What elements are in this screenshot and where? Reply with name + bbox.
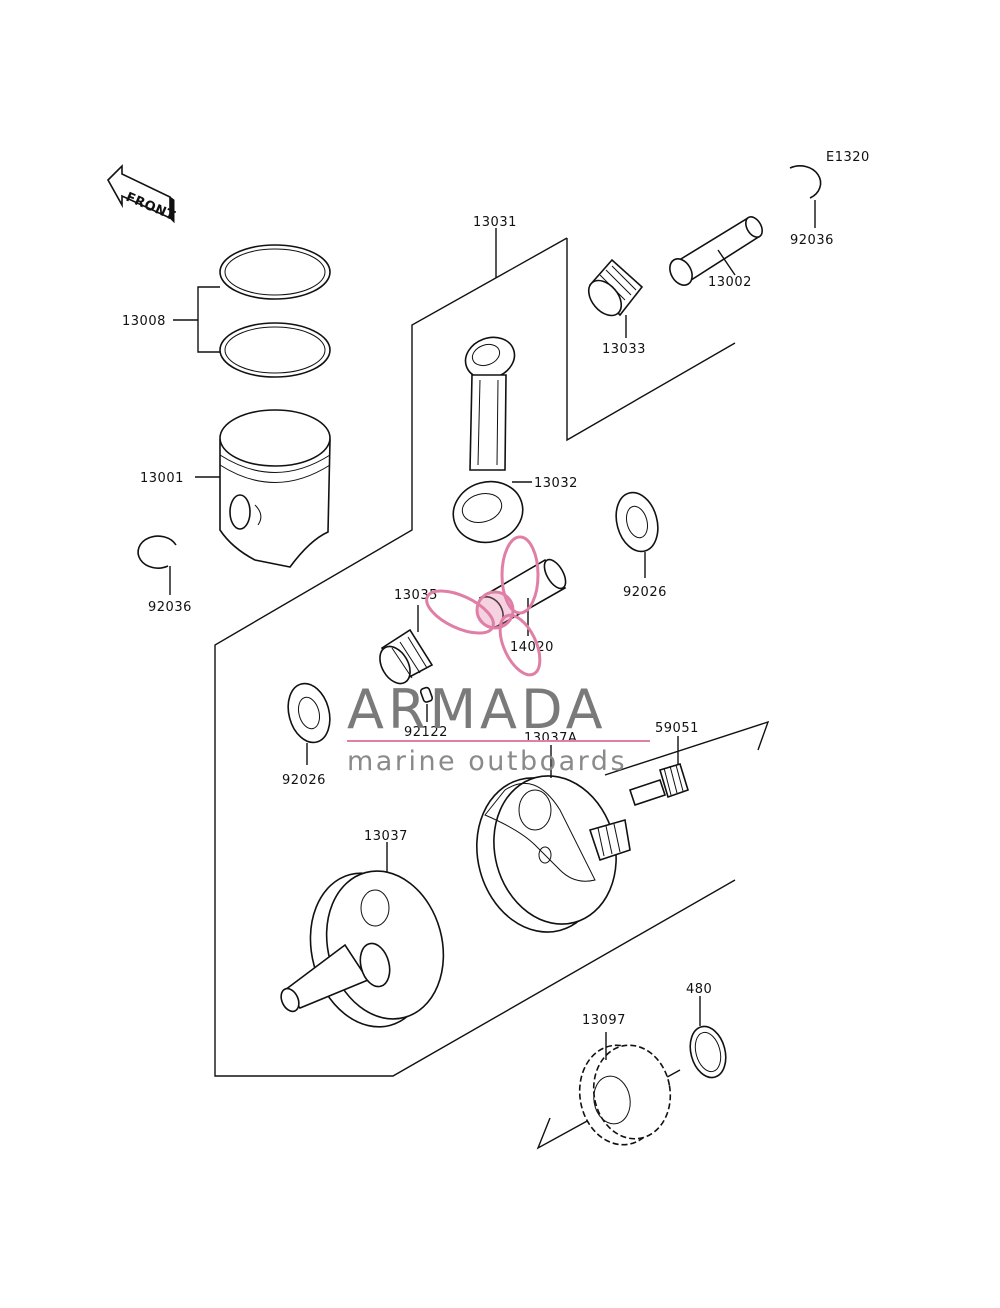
small-end-bearing-13033	[587, 258, 644, 338]
piston-pin-clip-92036-left	[137, 535, 177, 595]
part-label-13033: 13033	[602, 342, 646, 357]
part-label-92036-left: 92036	[148, 600, 192, 615]
part-label-13001: 13001	[140, 471, 184, 486]
piston-pin-clip-92036-right	[789, 165, 822, 228]
watermark-brand: ARMADA	[347, 678, 607, 741]
watermark-tagline: marine outboards	[347, 746, 627, 777]
part-label-13031: 13031	[473, 215, 517, 230]
front-direction-arrow: FRONT	[107, 164, 177, 224]
part-label-480: 480	[686, 982, 712, 997]
part-label-13037: 13037	[364, 829, 408, 844]
pinion-gear-59051	[628, 736, 689, 807]
thrust-washer-92026-left	[287, 682, 331, 765]
armada-watermark: ARMADA marine outboards	[347, 535, 650, 777]
part-label-92026-right: 92026	[623, 585, 667, 600]
crankshaft-half-13037A	[476, 745, 631, 933]
part-label-13032: 13032	[534, 476, 578, 491]
crankshaft-assembly-outline-outer	[214, 237, 736, 1077]
part-label-92026-left: 92026	[282, 773, 326, 788]
part-label-13035: 14020	[510, 640, 554, 655]
part-label-14020: 13035	[394, 588, 438, 603]
part-label-13097: 13097	[582, 1013, 626, 1028]
crank-gear-13097	[578, 1032, 672, 1146]
crank-pin-13035	[476, 558, 567, 636]
circlip-480	[689, 996, 727, 1079]
part-label-92122: 92122	[404, 725, 448, 740]
crankshaft-assembly-outline	[566, 238, 736, 442]
part-label-92036-right: 92036	[790, 233, 834, 248]
propeller-logo	[425, 535, 542, 677]
connecting-rod-13032	[452, 336, 532, 544]
part-label-13002: 13002	[708, 275, 752, 290]
piston-pin-13002	[669, 216, 763, 286]
diagram-code: E1320	[826, 150, 870, 165]
piston-13001	[195, 409, 331, 568]
part-label-13008: 13008	[122, 314, 166, 329]
pin-92122	[419, 686, 434, 722]
crankshaft-half-13037	[280, 842, 445, 1028]
thrust-washer-92026-right	[615, 491, 659, 578]
big-end-bearing-14020	[379, 605, 434, 685]
part-label-13037A: 13037A	[524, 731, 577, 746]
piston-rings-13008	[173, 244, 331, 378]
part-label-59051: 59051	[655, 721, 699, 736]
shaft-axis-line-top	[604, 720, 770, 776]
